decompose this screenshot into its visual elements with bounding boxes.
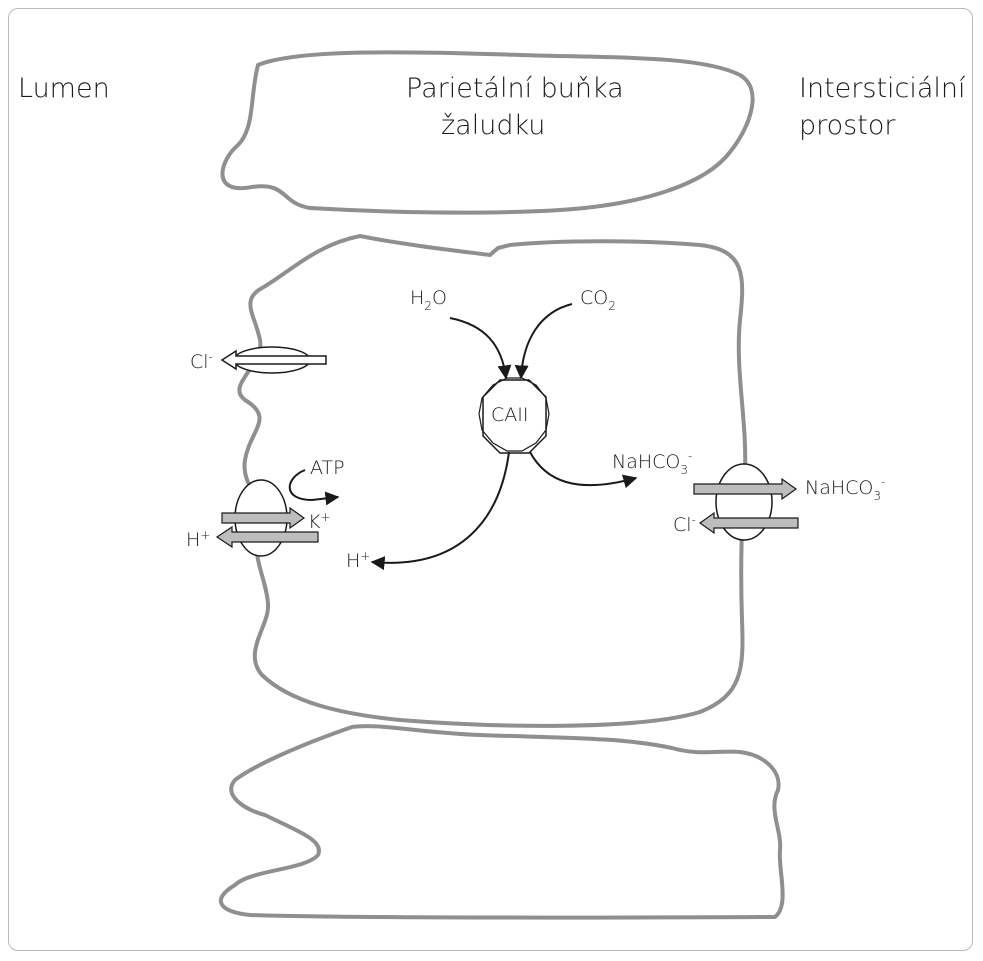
chloride-influx-arrow xyxy=(698,511,799,535)
cell-title-line2: žaludku xyxy=(441,110,545,141)
cl-minus-interstitial-label: Cl- xyxy=(673,513,696,536)
nahco3-interstitial-label: NaHCO3- xyxy=(805,475,885,503)
chloride-efflux-arrow xyxy=(220,349,327,371)
h2o-label: H2O xyxy=(410,287,447,313)
bicarbonate-efflux-arrow xyxy=(693,477,798,501)
potassium-influx-arrow xyxy=(221,506,306,530)
caii-label: CAII xyxy=(491,404,528,426)
interstitium-label-line1: Intersticiální xyxy=(799,73,966,104)
upper-cell-outline xyxy=(220,50,755,215)
h-plus-intracellular-label: H+ xyxy=(346,549,370,572)
caii-to-bicarbonate-arrow xyxy=(529,451,638,489)
caii-to-h-plus-arrow xyxy=(370,451,510,571)
co2-label: CO2 xyxy=(580,287,616,313)
caii-enzyme-detail xyxy=(478,377,550,452)
interstitium-label-line2: prostor xyxy=(799,110,896,141)
lumen-label: Lumen xyxy=(18,73,110,104)
lower-cell-outline xyxy=(219,724,785,920)
h2o-to-caii-arrow xyxy=(449,317,512,380)
middle-cell-outline xyxy=(237,234,748,728)
nahco3-intracellular-label: NaHCO3- xyxy=(612,449,692,477)
diagram-frame xyxy=(8,8,973,951)
proton-efflux-arrow xyxy=(215,525,319,549)
k-plus-label: K+ xyxy=(308,510,331,533)
caii-enzyme-shape xyxy=(482,379,547,454)
atp-label: ATP xyxy=(310,457,345,479)
cell-title-line1: Parietální buňka xyxy=(406,73,624,104)
co2-to-caii-arrow xyxy=(514,303,573,380)
cl-minus-lumen-label: Cl- xyxy=(190,350,213,373)
h-plus-lumen-label: H+ xyxy=(186,528,210,551)
atp-hydrolysis-arrow xyxy=(288,469,340,506)
